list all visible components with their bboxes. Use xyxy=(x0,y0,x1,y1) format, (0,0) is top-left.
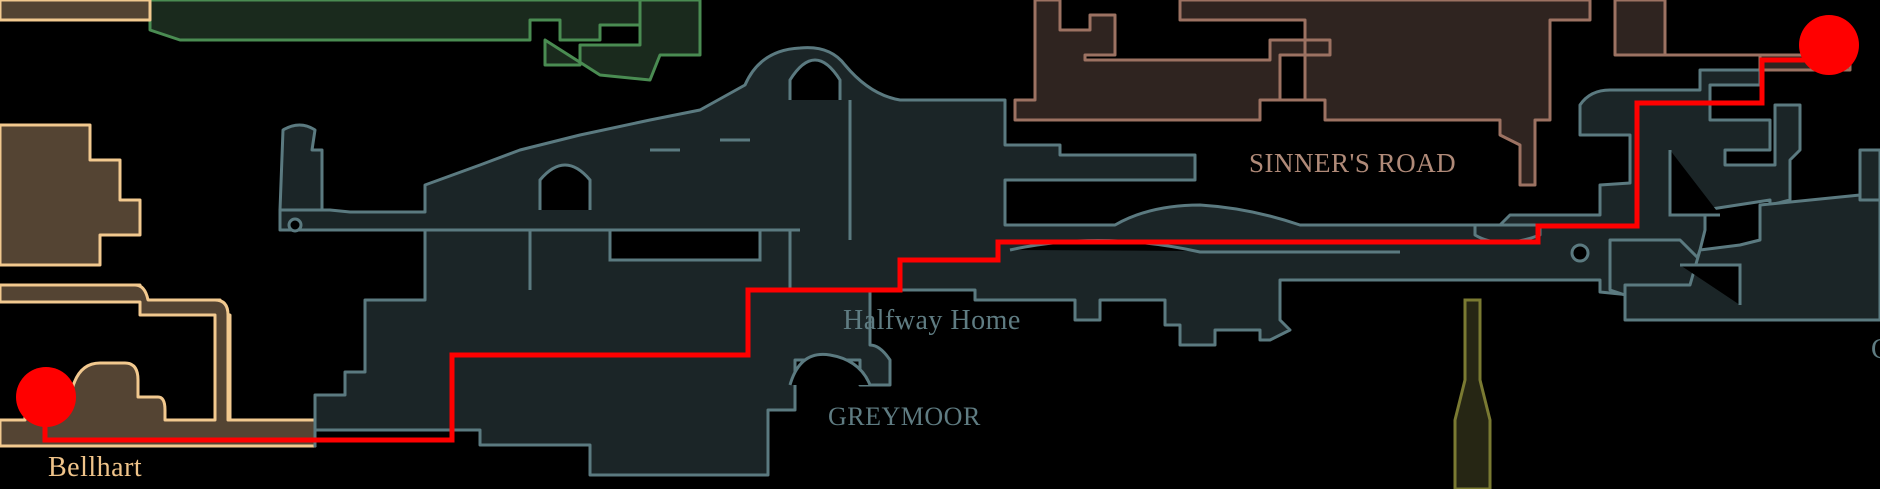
area-label-halfway-home: Halfway Home xyxy=(843,305,1021,336)
bench-icon xyxy=(1570,243,1590,263)
shaft-room xyxy=(1453,298,1492,489)
bellhart-room xyxy=(0,0,152,22)
greymoor-wall xyxy=(788,58,842,100)
greymoor-wall xyxy=(1680,263,1742,305)
area-label-bellhart: Bellhart xyxy=(48,452,143,483)
greymoor-room xyxy=(1858,148,1880,202)
green-area-room xyxy=(148,0,662,42)
greymoor-wall xyxy=(538,163,592,210)
greymoor-wall xyxy=(1668,150,1720,217)
sinners-road-room xyxy=(1013,0,1592,187)
greymoor-wall xyxy=(608,230,762,262)
greymoor-wall xyxy=(788,352,872,386)
bellhart-room xyxy=(0,283,317,448)
area-label-greymoor: GREYMOOR xyxy=(828,402,981,431)
area-label-sinners-road: SINNER'S ROAD xyxy=(1249,148,1457,178)
route-path xyxy=(42,57,1830,443)
bench-icon xyxy=(287,217,303,233)
route-end-marker[interactable] xyxy=(1799,15,1859,75)
route-start-marker[interactable] xyxy=(16,367,76,427)
greymoor-room xyxy=(278,123,324,212)
bellhart-room xyxy=(0,123,142,267)
area-label-partial: C xyxy=(1871,334,1880,366)
greymoor-wall xyxy=(650,138,750,152)
green-area-room xyxy=(543,0,702,82)
